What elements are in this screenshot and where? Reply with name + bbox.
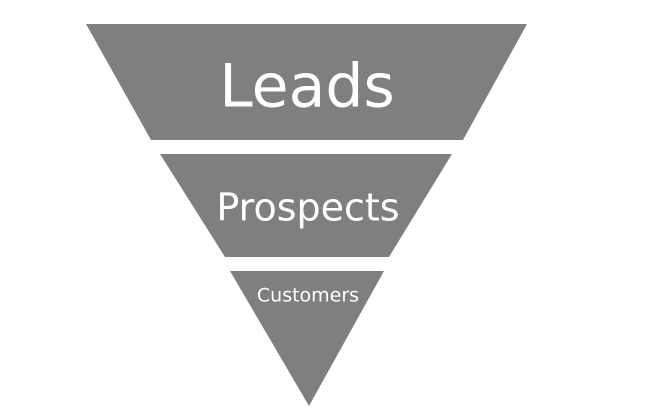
funnel-stage-prospects-label: Prospects (216, 186, 399, 230)
funnel-stage-customers (230, 271, 384, 406)
funnel-stage-leads-label: Leads (219, 52, 394, 122)
funnel-stage-leads (86, 24, 527, 140)
funnel-stage-prospects (160, 154, 452, 257)
funnel-stage-customers-label: Customers (257, 285, 359, 307)
